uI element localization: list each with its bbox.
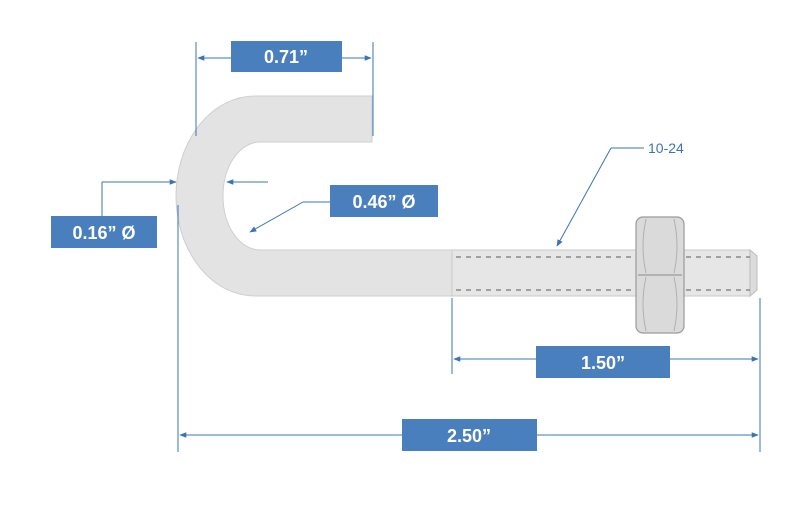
j-hook-body [175, 95, 456, 297]
hook-width-dimension: 0.71” [195, 41, 374, 136]
thread-length-label: 1.50” [581, 353, 625, 373]
thread-size-label: 10-24 [648, 140, 684, 156]
thread-length-dimension: 1.50” [451, 298, 761, 452]
rod-diameter-dimension: 0.16” Ø [51, 179, 268, 248]
overall-length-label: 2.50” [447, 426, 491, 446]
bend-diameter-label: 0.46” Ø [352, 192, 415, 212]
thread-tip [749, 248, 758, 298]
bend-diameter-dimension: 0.46” Ø [249, 185, 438, 233]
overall-length-dimension: 2.50” [177, 205, 759, 452]
rod-diameter-label: 0.16” Ø [72, 223, 135, 243]
hook-width-label: 0.71” [264, 47, 308, 67]
thread-size-callout: 10-24 [556, 140, 684, 247]
hex-nut-icon [635, 216, 685, 334]
